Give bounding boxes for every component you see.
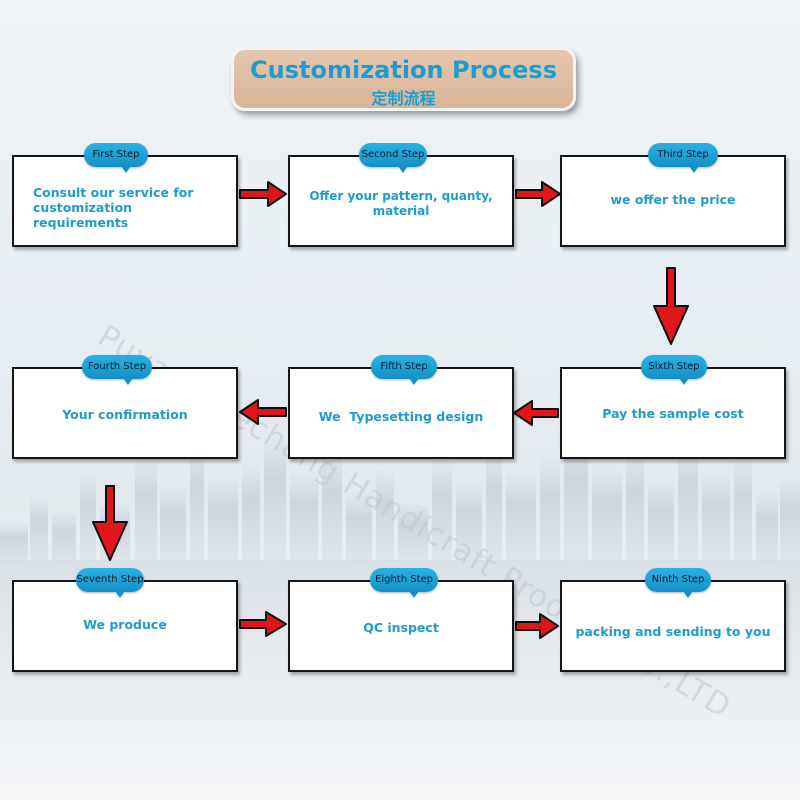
step-text-4: Your confirmation: [62, 407, 188, 422]
step-badge-8: Eighth Step: [370, 568, 438, 598]
step-badge-7: Seventh Step: [76, 568, 144, 598]
page-title: Customization Process: [250, 56, 557, 84]
title-banner: Customization Process 定制流程: [231, 47, 576, 111]
step-badge-5: Fifth Step: [371, 355, 437, 385]
step-text-8: QC inspect: [363, 620, 439, 635]
page-subtitle-chinese: 定制流程: [371, 89, 436, 108]
step-badge-9: Ninth Step: [645, 568, 711, 598]
step-text-2: Offer your pattern, quanty, material: [309, 189, 493, 218]
step-box-5: We Typesetting design: [288, 367, 514, 459]
step-box-9: packing and sending to you: [560, 580, 786, 672]
step-text-6: Pay the sample cost: [602, 406, 744, 421]
step-box-6: Pay the sample cost: [560, 367, 786, 459]
step-text-5: We Typesetting design: [318, 409, 484, 424]
step-text-9: packing and sending to you: [575, 624, 771, 639]
step-badge-4: Fourth Step: [82, 355, 152, 385]
step-badge-2: Second Step: [359, 143, 427, 173]
step-box-8: QC inspect: [288, 580, 514, 672]
step-box-3: we offer the price: [560, 155, 786, 247]
step-badge-6: Sixth Step: [641, 355, 707, 385]
step-text-1: Consult our service for customization re…: [33, 185, 194, 230]
step-badge-1: First Step: [84, 143, 148, 173]
step-text-7: We produce: [83, 617, 167, 632]
step-badge-3: Third Step: [648, 143, 718, 173]
step-text-3: we offer the price: [610, 192, 736, 207]
